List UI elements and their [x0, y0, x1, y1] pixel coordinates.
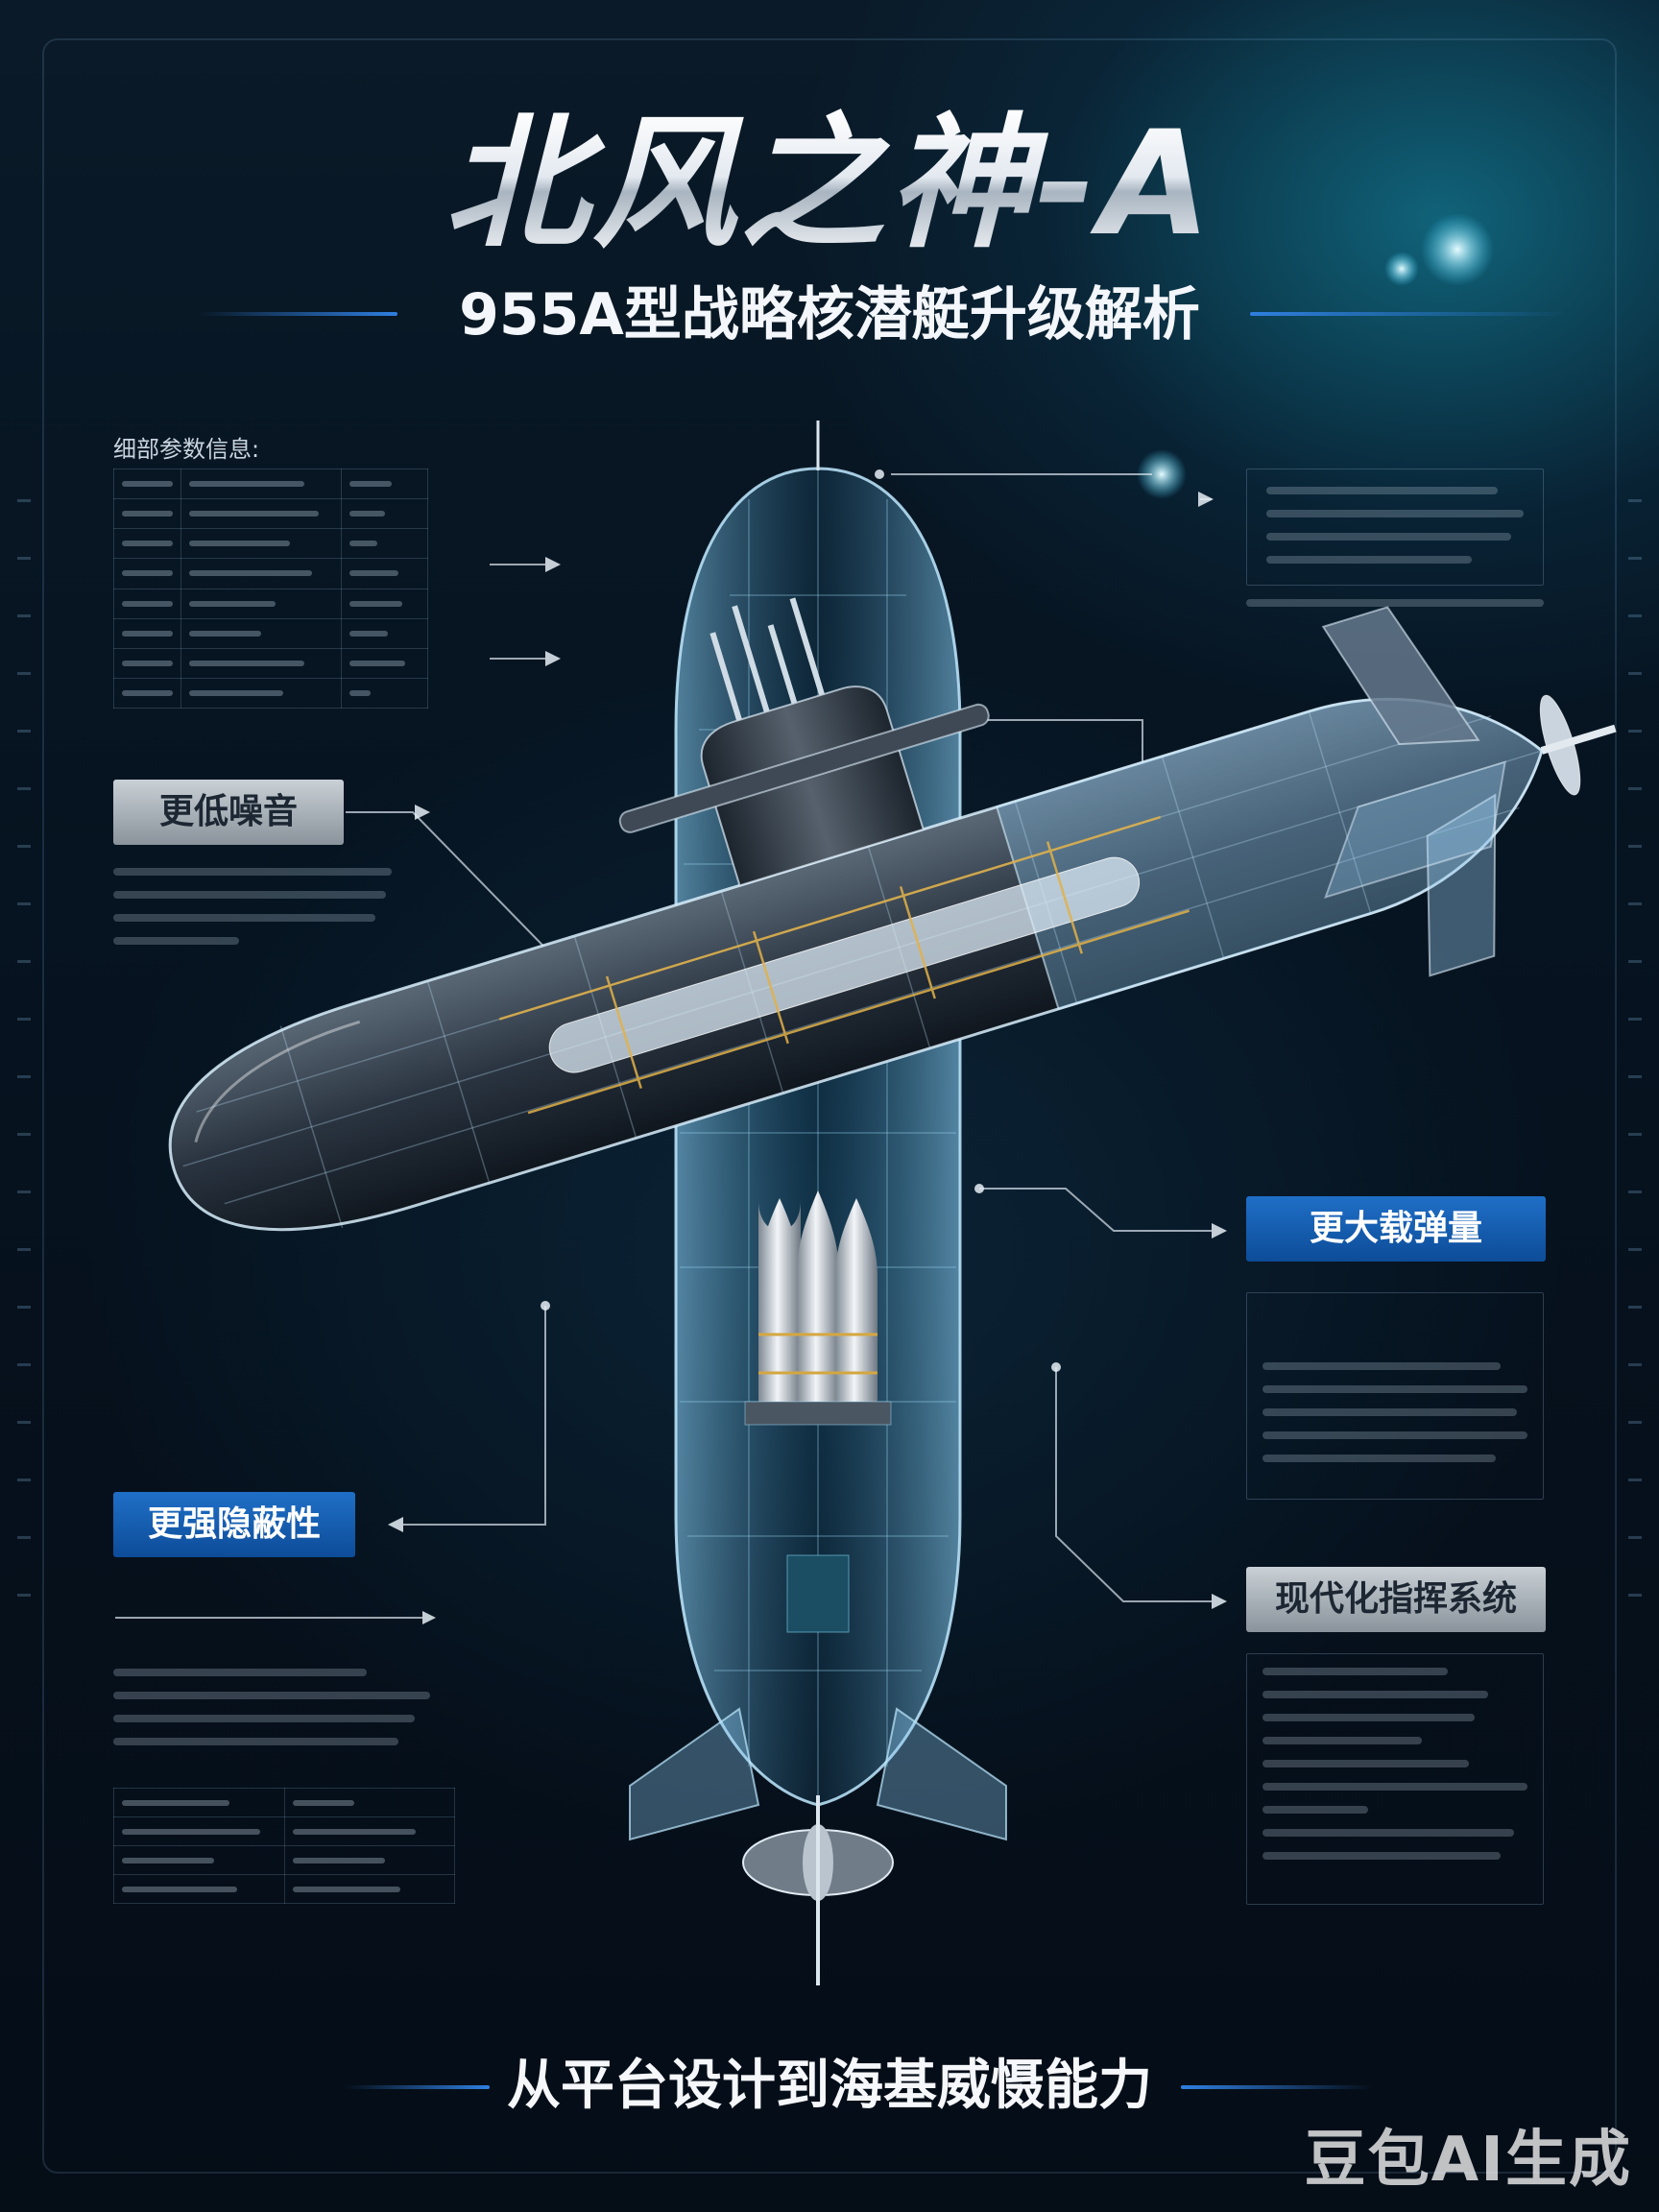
bottom-divider-left [346, 2085, 490, 2089]
table-row [113, 647, 428, 679]
command-description [1246, 1653, 1544, 1905]
payload-description [1246, 1292, 1544, 1500]
table-row [113, 468, 428, 500]
table-row [113, 588, 428, 619]
callout-command-system: 现代化指挥系统 [1246, 1567, 1546, 1632]
main-title: 北风之神-A [0, 108, 1659, 261]
bottom-divider-right [1181, 2085, 1373, 2089]
poster-frame [42, 38, 1617, 2174]
info-box-top-right [1246, 469, 1544, 586]
callout-stealth: 更强隐蔽性 [113, 1492, 355, 1557]
stealth-table [113, 1788, 455, 1904]
param-heading: 细部参数信息: [113, 436, 260, 463]
table-row [113, 617, 428, 649]
table-row [113, 1874, 455, 1904]
low-noise-description [113, 868, 392, 960]
table-row [113, 1816, 455, 1846]
subtitle-divider-right [1250, 312, 1567, 316]
table-row [113, 1845, 455, 1875]
right-edge-ticks [1628, 499, 1642, 1651]
left-edge-ticks [17, 499, 31, 1651]
callout-low-noise: 更低噪音 [113, 780, 344, 845]
table-row [113, 498, 428, 530]
caption-top-right [1246, 599, 1544, 622]
table-row [113, 558, 428, 589]
callout-payload: 更大载弹量 [1246, 1196, 1546, 1262]
table-row [113, 528, 428, 560]
stealth-description [113, 1669, 430, 1761]
watermark: 豆包AI生成 [1304, 2125, 1632, 2196]
subtitle: 955A型战略核潜艇升级解析 [459, 281, 1200, 349]
bottom-tagline: 从平台设计到海基威慑能力 [507, 2055, 1152, 2117]
table-row [113, 1788, 455, 1817]
table-row [113, 677, 428, 709]
subtitle-divider-left [198, 312, 397, 316]
param-table [113, 468, 428, 709]
